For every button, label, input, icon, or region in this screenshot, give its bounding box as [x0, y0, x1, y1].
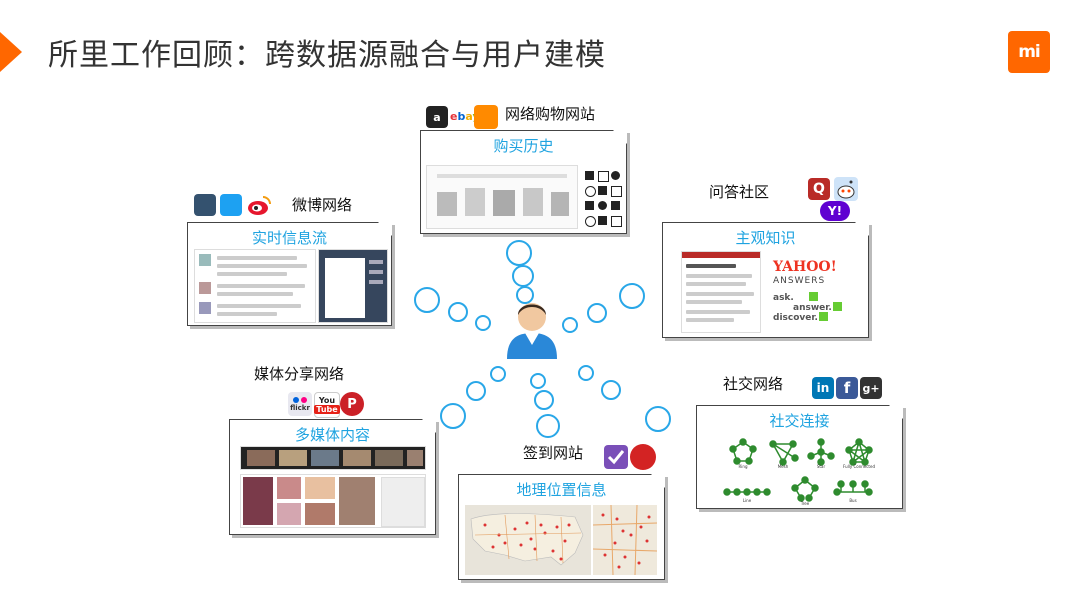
bubble — [506, 240, 532, 266]
checkin-card: 地理位置信息 — [458, 474, 665, 580]
answer-step: answer. — [793, 303, 832, 313]
bubble — [516, 286, 534, 304]
linkedin-icon: in — [812, 377, 834, 399]
topology-label-bus: Bus — [849, 498, 856, 503]
topology-label-fully-connected: Fully Connected — [843, 464, 875, 469]
bubble — [475, 315, 491, 331]
facebook-icon: f — [836, 377, 858, 399]
bubble — [414, 287, 440, 313]
weibo-card-title: 实时信息流 — [251, 229, 327, 247]
social-card: 社交连接 — [696, 405, 903, 509]
bubble — [530, 373, 546, 389]
bubble — [578, 365, 594, 381]
yelp-icon — [630, 444, 656, 470]
bubble — [536, 414, 560, 438]
page-title: 所里工作回顾：跨数据源融合与用户建模 — [48, 38, 606, 73]
qa-card: 主观知识 YAHOO! ANSWERS ask. answer. discove… — [662, 222, 869, 338]
city-map-screenshot — [593, 505, 657, 575]
foursquare-icon — [604, 445, 628, 469]
answers-product: ANSWERS — [773, 276, 826, 286]
mi-logo: mi — [1008, 31, 1050, 73]
quora-screenshot — [681, 251, 761, 333]
topology-label-mesh: Mesh — [778, 464, 789, 469]
weibo-label: 微博网络 — [292, 196, 353, 214]
bubble — [490, 366, 506, 382]
shopping-product-icons — [583, 171, 622, 227]
us-map-screenshot — [465, 505, 591, 575]
user-icon — [507, 303, 557, 359]
bubble — [466, 381, 486, 401]
media-grid-screenshot — [240, 474, 426, 528]
header-accent — [0, 32, 22, 72]
shopping-card-title: 购买历史 — [493, 137, 554, 155]
bubble — [448, 302, 468, 322]
topology-label-line: Line — [743, 498, 752, 503]
tumblr-icon — [194, 194, 216, 216]
checkin-card-title: 地理位置信息 — [516, 481, 607, 499]
flickr-icon: flickr — [288, 392, 312, 416]
yahoo-icon: Y! — [820, 201, 850, 221]
twitter-feed-screenshot — [194, 249, 316, 323]
discover-step: discover. — [773, 313, 818, 323]
topology-label-star: Star — [817, 464, 826, 469]
shopping-label: 网络购物网站 — [505, 105, 596, 123]
topology-label-ring: Ring — [739, 464, 748, 469]
googleplus-icon: g+ — [860, 377, 882, 399]
film-strip-screenshot — [240, 446, 426, 470]
qa-card-title: 主观知识 — [735, 229, 796, 247]
social-label: 社交网络 — [723, 375, 784, 393]
quora-icon: Q — [808, 178, 830, 200]
tumblr-feed-screenshot — [318, 249, 388, 323]
media-card: 多媒体内容 — [229, 419, 436, 535]
bubble — [601, 380, 621, 400]
bubble — [645, 406, 671, 432]
ask-step: ask. — [773, 293, 794, 303]
weibo-icon — [248, 196, 271, 215]
shopping-card: 购买历史 — [420, 130, 627, 234]
yahoo-brand: YAHOO! — [773, 259, 837, 275]
reddit-icon — [834, 177, 858, 201]
bubble — [562, 317, 578, 333]
yahoo-answers-logo: YAHOO! ANSWERS ask. answer. discover. — [773, 259, 863, 323]
weibo-card: 实时信息流 — [187, 222, 392, 326]
taobao-icon — [474, 105, 498, 129]
bubble — [587, 303, 607, 323]
qa-label: 问答社区 — [709, 183, 770, 201]
amazon-icon: a — [426, 106, 448, 128]
bubble — [619, 283, 645, 309]
shopping-screenshot — [426, 165, 578, 229]
bubble — [440, 403, 466, 429]
twitter-icon — [220, 194, 242, 216]
social-card-title: 社交连接 — [769, 412, 830, 430]
checkin-label: 签到网站 — [523, 444, 584, 462]
media-label: 媒体分享网络 — [254, 365, 345, 383]
media-card-title: 多媒体内容 — [294, 426, 370, 444]
topology-label-tree: Tree — [800, 501, 810, 506]
youtube-icon: You Tube — [314, 392, 340, 418]
network-topologies: Ring Mesh Star Fully Connected Line Tree… — [723, 438, 875, 506]
bubble — [512, 265, 534, 287]
bubble — [534, 390, 554, 410]
pinterest-icon: P — [340, 392, 364, 416]
